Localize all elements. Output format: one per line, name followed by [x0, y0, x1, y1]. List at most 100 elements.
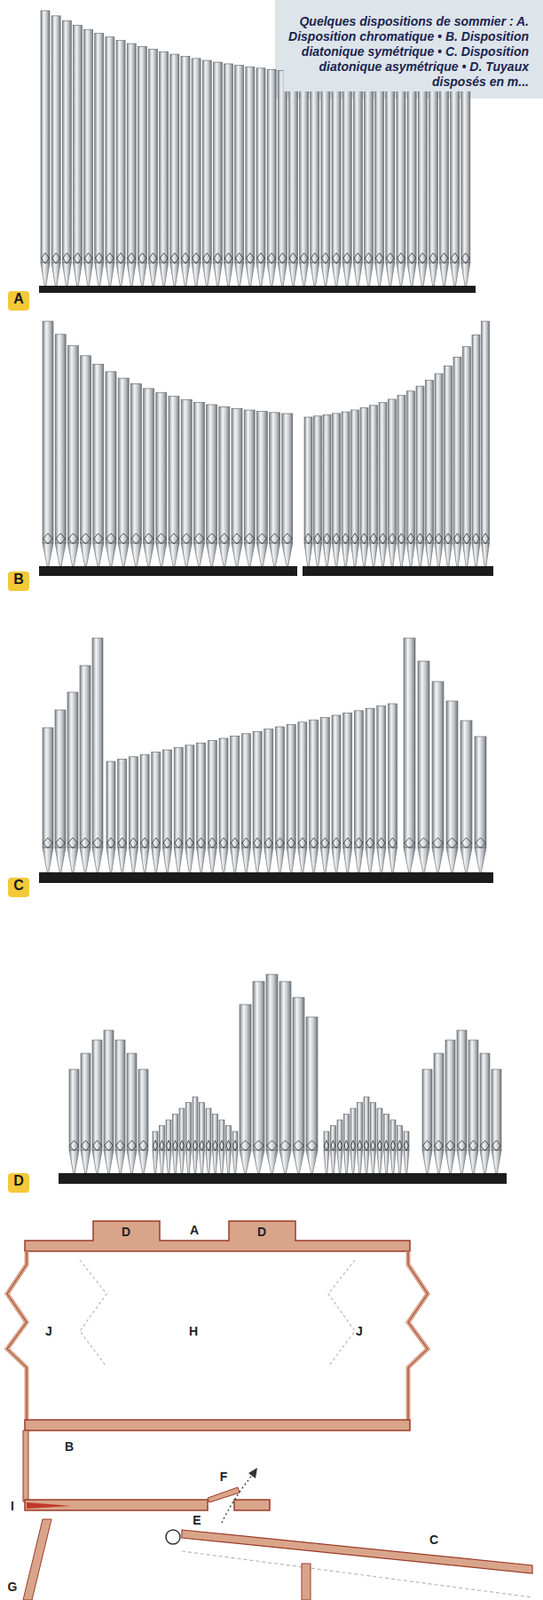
organ-pipe — [304, 417, 313, 543]
pipe-foot — [363, 1149, 370, 1173]
pipe-mouth — [194, 533, 205, 544]
organ-pipe — [365, 708, 375, 848]
pipe-foot — [314, 543, 323, 567]
pipe-mouth — [418, 252, 427, 264]
pipe-mouth — [62, 252, 71, 264]
pipe-foot — [51, 262, 61, 286]
pipe-mouth — [447, 837, 458, 849]
organ-pipe — [460, 720, 473, 848]
floor-plate — [24, 1419, 410, 1431]
pipe-foot — [397, 543, 406, 567]
organ-pipe — [385, 78, 395, 263]
pipe-foot — [350, 1149, 356, 1173]
organ-pipe — [468, 1039, 479, 1150]
organ-pipe — [444, 365, 453, 543]
pipe-foot — [196, 847, 206, 873]
pipe-mouth — [267, 1140, 278, 1151]
organ-pipe — [461, 81, 471, 263]
pipe-foot — [92, 1149, 103, 1173]
part-letter: D — [121, 1224, 131, 1239]
pipe-mouth — [440, 252, 449, 264]
pipe-mouth — [127, 1140, 137, 1151]
pipe-foot — [279, 1149, 292, 1173]
pipe-foot — [55, 847, 66, 873]
organ-pipe — [306, 1016, 318, 1150]
pipe-foot — [365, 847, 375, 873]
pipe-mouth — [472, 533, 481, 544]
organ-pipe — [309, 719, 319, 848]
pipe-mouth — [159, 1140, 165, 1151]
pipe-foot — [417, 262, 427, 286]
organ-pipe — [170, 54, 180, 263]
organ-pipe — [152, 1131, 158, 1150]
pipe-mouth — [185, 837, 194, 849]
organ-pipe — [163, 749, 173, 848]
organ-pipe — [252, 981, 265, 1150]
pipe-mouth — [310, 252, 319, 264]
pipe-foot — [256, 262, 266, 286]
pipe-mouth — [492, 1140, 502, 1151]
pipe-mouth — [138, 252, 147, 264]
pipe-foot — [396, 262, 406, 286]
pipe-foot — [456, 1149, 467, 1173]
pipe-foot — [207, 847, 217, 873]
pipe-mouth — [127, 252, 136, 264]
pipe-mouth — [321, 252, 330, 264]
organ-pipe — [456, 1030, 467, 1150]
pipe-foot — [460, 847, 473, 873]
pipe-mouth — [332, 252, 341, 264]
organ-pipe — [219, 738, 229, 848]
pipe-foot — [80, 1149, 91, 1173]
organ-pipe — [322, 414, 331, 543]
pipe-mouth — [314, 533, 322, 544]
pipe-mouth — [264, 837, 273, 849]
organ-pipe — [72, 24, 82, 263]
pipe-foot — [138, 1149, 149, 1173]
ghost-fold — [79, 1259, 107, 1367]
pipe-mouth — [377, 837, 386, 849]
pipe-mouth — [257, 533, 268, 544]
pipe-mouth — [156, 533, 166, 544]
organ-pipe — [397, 395, 406, 543]
pipe-foot — [444, 543, 453, 567]
pipe-mouth — [203, 252, 212, 264]
part-letter: D — [257, 1224, 267, 1239]
part-letter: H — [188, 1323, 198, 1338]
organ-pipe — [445, 1039, 456, 1150]
pipe-mouth — [332, 837, 341, 849]
valve-board — [24, 1499, 208, 1511]
pipe-foot — [239, 1149, 252, 1173]
organ-pipe — [126, 43, 136, 263]
pipe-mouth — [129, 837, 138, 849]
pipe-mouth — [481, 533, 489, 544]
pipe-foot — [226, 1149, 232, 1173]
organ-pipe — [388, 399, 397, 543]
pipe-mouth — [425, 533, 433, 544]
pipe-mouth — [364, 1140, 370, 1151]
pipe-mouth — [354, 252, 362, 264]
pipe-foot — [212, 1149, 219, 1173]
pipe-foot — [80, 543, 92, 567]
organ-pipe — [369, 405, 378, 543]
organ-pipe — [407, 391, 416, 543]
pipe-foot — [275, 847, 285, 873]
ghost-lever — [181, 1550, 533, 1598]
leather-hinge — [26, 1502, 71, 1509]
pipe-foot — [321, 262, 331, 286]
pipe-mouth — [139, 1140, 149, 1151]
pipe-foot — [299, 262, 309, 286]
organ-pipe — [323, 1131, 330, 1150]
pipe-mouth — [233, 1140, 238, 1151]
organ-pipe — [388, 703, 398, 848]
pipe-mouth — [93, 533, 103, 544]
pipe-foot — [434, 543, 443, 567]
pipe-foot — [106, 847, 116, 873]
pipe-foot — [433, 1149, 444, 1173]
pipe-foot — [384, 1149, 390, 1173]
pipe-foot — [219, 847, 229, 873]
pipe-foot — [425, 543, 434, 567]
windchest-bar — [302, 566, 494, 576]
organ-pipe — [159, 1125, 166, 1151]
organ-pipe — [94, 33, 104, 263]
organ-pipe — [105, 371, 117, 543]
